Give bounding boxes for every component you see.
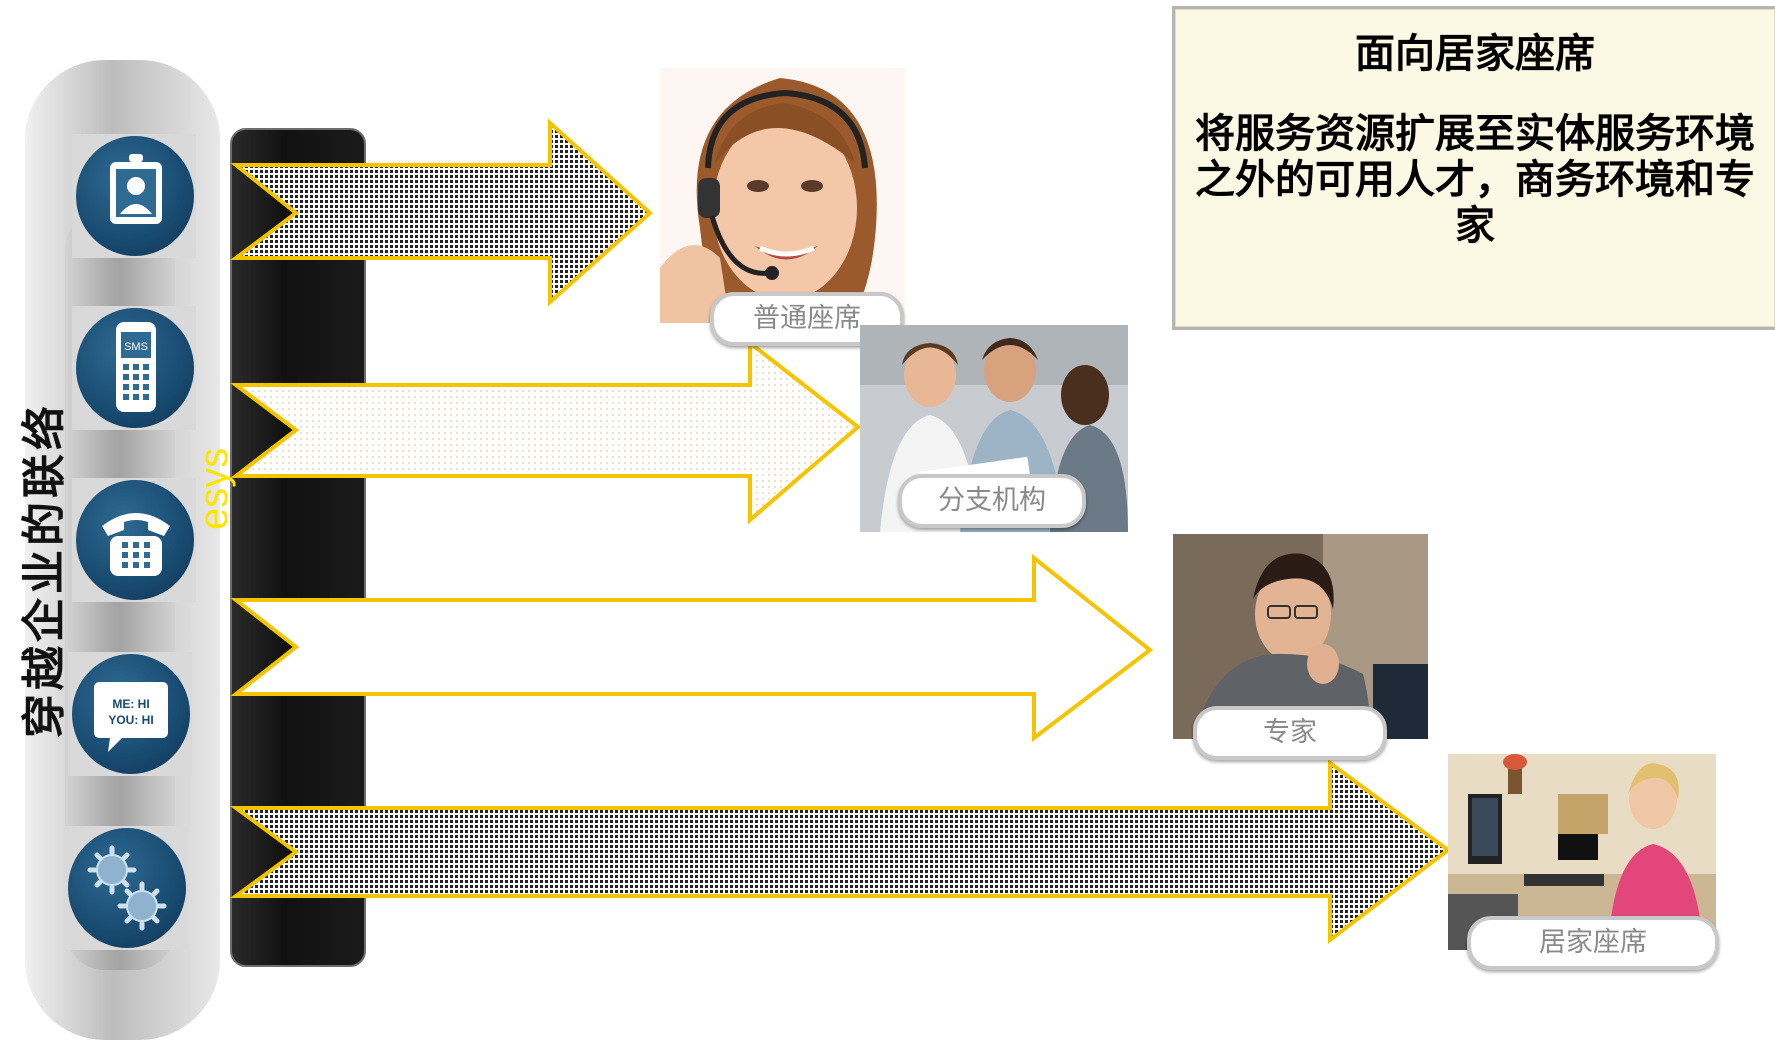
chat-line-1: ME: HI bbox=[112, 697, 149, 711]
chat-line-2: YOU: HI bbox=[108, 713, 153, 727]
arrow-to-branch bbox=[230, 338, 862, 525]
note-box: 面向居家座席 将服务资源扩展至实体服务环境之外的可用人才，商务环境和专家 bbox=[1172, 6, 1775, 330]
sms-phone-icon[interactable]: SMS bbox=[72, 306, 196, 430]
caption-expert: 专家 bbox=[1193, 706, 1387, 760]
sms-label: SMS bbox=[124, 341, 148, 353]
gears-icon[interactable] bbox=[64, 826, 188, 950]
expert-photo bbox=[1173, 534, 1428, 739]
note-body: 将服务资源扩展至实体服务环境之外的可用人才，商务环境和专家 bbox=[1195, 110, 1755, 249]
arrow-to-agent bbox=[230, 118, 653, 307]
agent-photo bbox=[660, 68, 905, 323]
note-title: 面向居家座席 bbox=[1355, 30, 1595, 77]
arrow-to-home-agent bbox=[229, 759, 1452, 945]
arrow-to-expert bbox=[230, 553, 1154, 743]
desk-phone-icon[interactable] bbox=[72, 478, 196, 602]
video-agent-icon[interactable] bbox=[72, 134, 196, 258]
caption-home-agent: 居家座席 bbox=[1467, 916, 1719, 970]
caption-branch: 分支机构 bbox=[898, 474, 1086, 528]
chat-bubble-icon[interactable]: ME: HI YOU: HI bbox=[68, 652, 192, 776]
